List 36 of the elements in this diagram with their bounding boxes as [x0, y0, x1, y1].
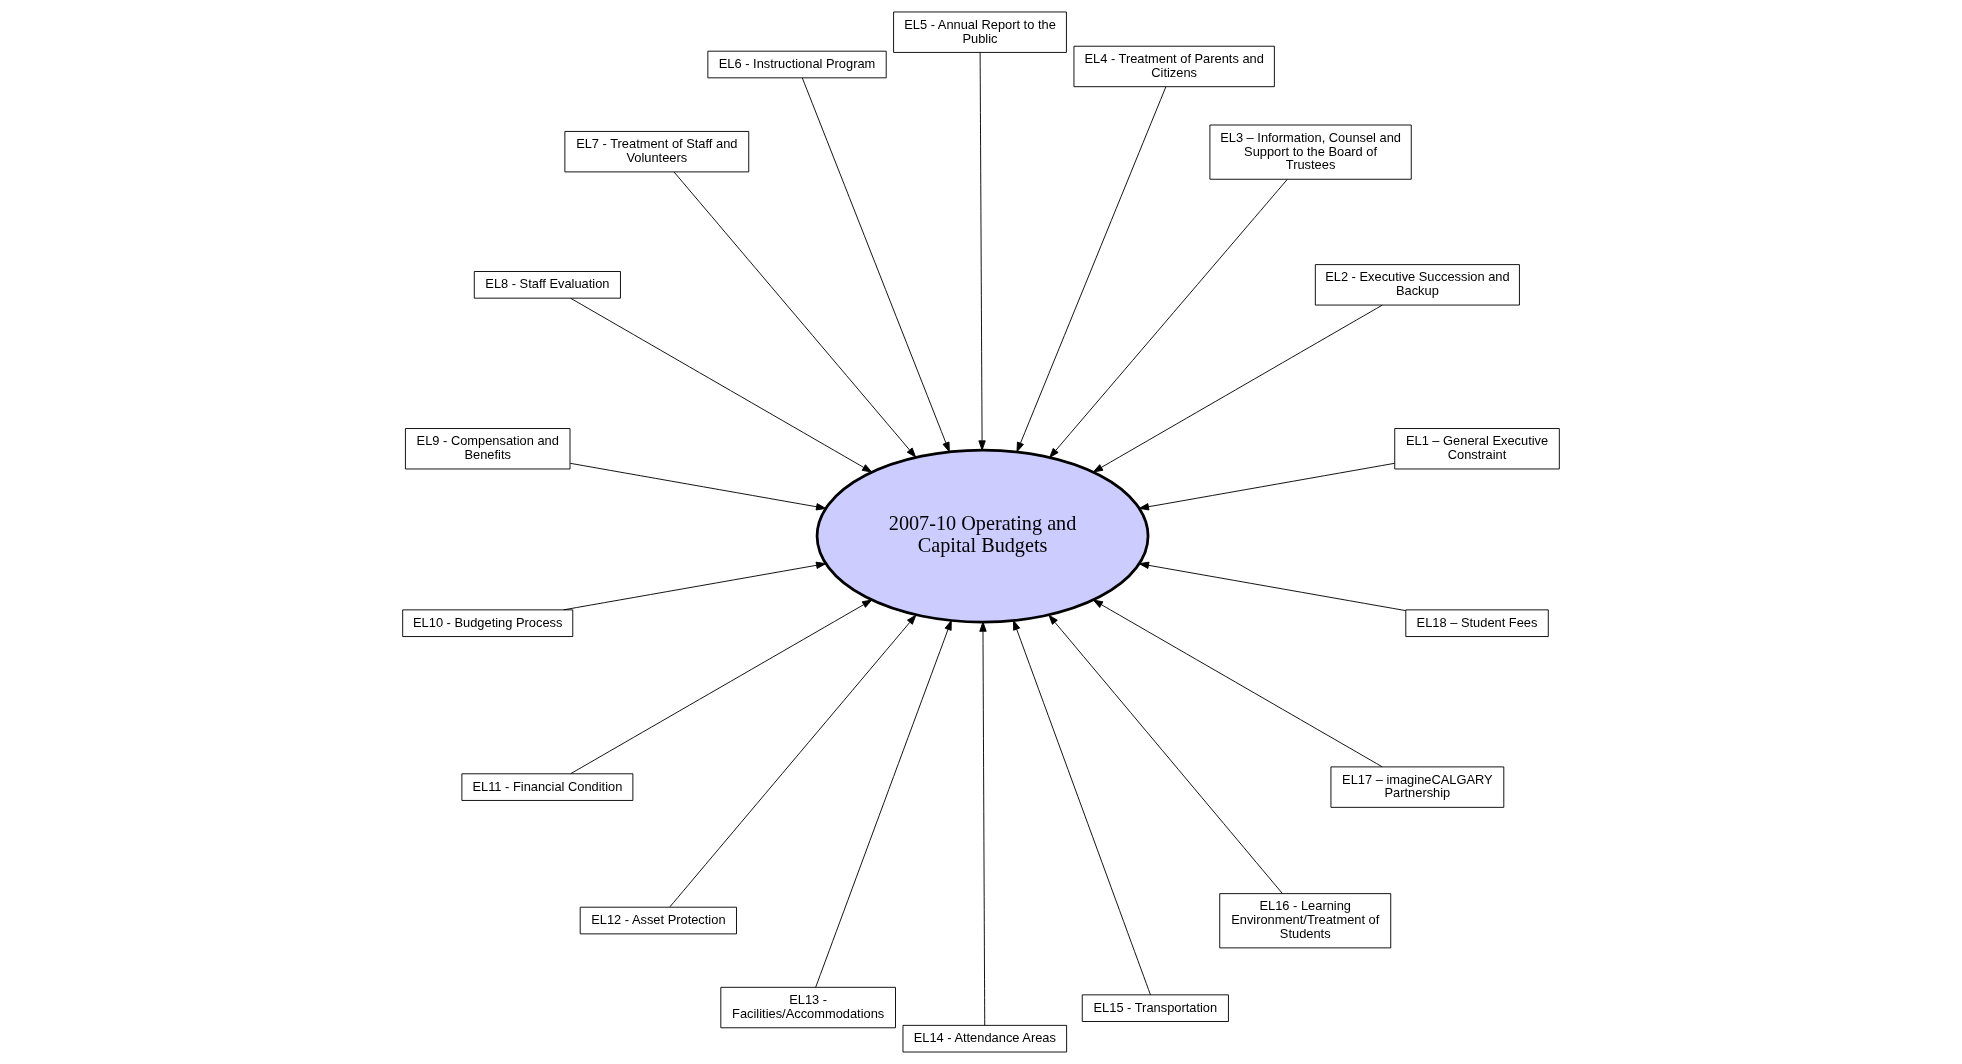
node-box: EL9 - Compensation and Benefits — [405, 428, 571, 470]
node-box: EL10 - Budgeting Process — [402, 609, 574, 637]
arrow — [563, 561, 827, 611]
arrow — [1013, 620, 1151, 996]
node-box: EL16 - Learning Environment/Treatment of Students — [1219, 893, 1392, 949]
node-box: EL12 - Asset Protection — [579, 906, 737, 935]
node-box: EL14 - Attendance Areas — [902, 1024, 1068, 1053]
node-box: EL15 - Transportation — [1081, 994, 1229, 1022]
arrow — [570, 297, 873, 473]
arrow — [673, 171, 917, 458]
node-box: EL18 – Student Fees — [1405, 609, 1549, 637]
node-box: EL8 - Staff Evaluation — [473, 271, 621, 299]
arrow — [669, 614, 917, 908]
node-box: EL1 – General Executive Constraint — [1394, 428, 1560, 470]
arrow — [979, 621, 987, 1026]
node-box: EL13 - Facilities/Accommodations — [720, 986, 896, 1029]
arrow — [1049, 178, 1288, 458]
node-box: EL2 - Executive Succession and Backup — [1314, 264, 1520, 306]
arrow — [815, 620, 952, 988]
arrow — [1048, 614, 1283, 894]
node-box: EL3 – Information, Counsel and Support to the Board of Trustees — [1209, 124, 1412, 180]
arrow — [570, 599, 873, 775]
arrow — [1138, 561, 1407, 612]
node-box: EL5 - Annual Report to the Public — [893, 11, 1067, 53]
arrow — [1016, 86, 1167, 453]
node-box: EL7 - Treatment of Staff and Volunteers — [564, 131, 750, 173]
node-box: EL6 - Instructional Program — [707, 50, 887, 79]
arrow — [1092, 599, 1383, 768]
arrow — [1138, 462, 1395, 511]
node-box: EL11 - Financial Condition — [461, 773, 634, 801]
arrow — [978, 52, 986, 451]
arrow — [801, 77, 950, 453]
arrow — [1092, 304, 1383, 473]
node-box: EL4 - Treatment of Parents and Citizens — [1073, 45, 1275, 88]
arrow — [569, 462, 827, 511]
node-box: EL17 – imagineCALGARY Partnership — [1330, 766, 1505, 808]
